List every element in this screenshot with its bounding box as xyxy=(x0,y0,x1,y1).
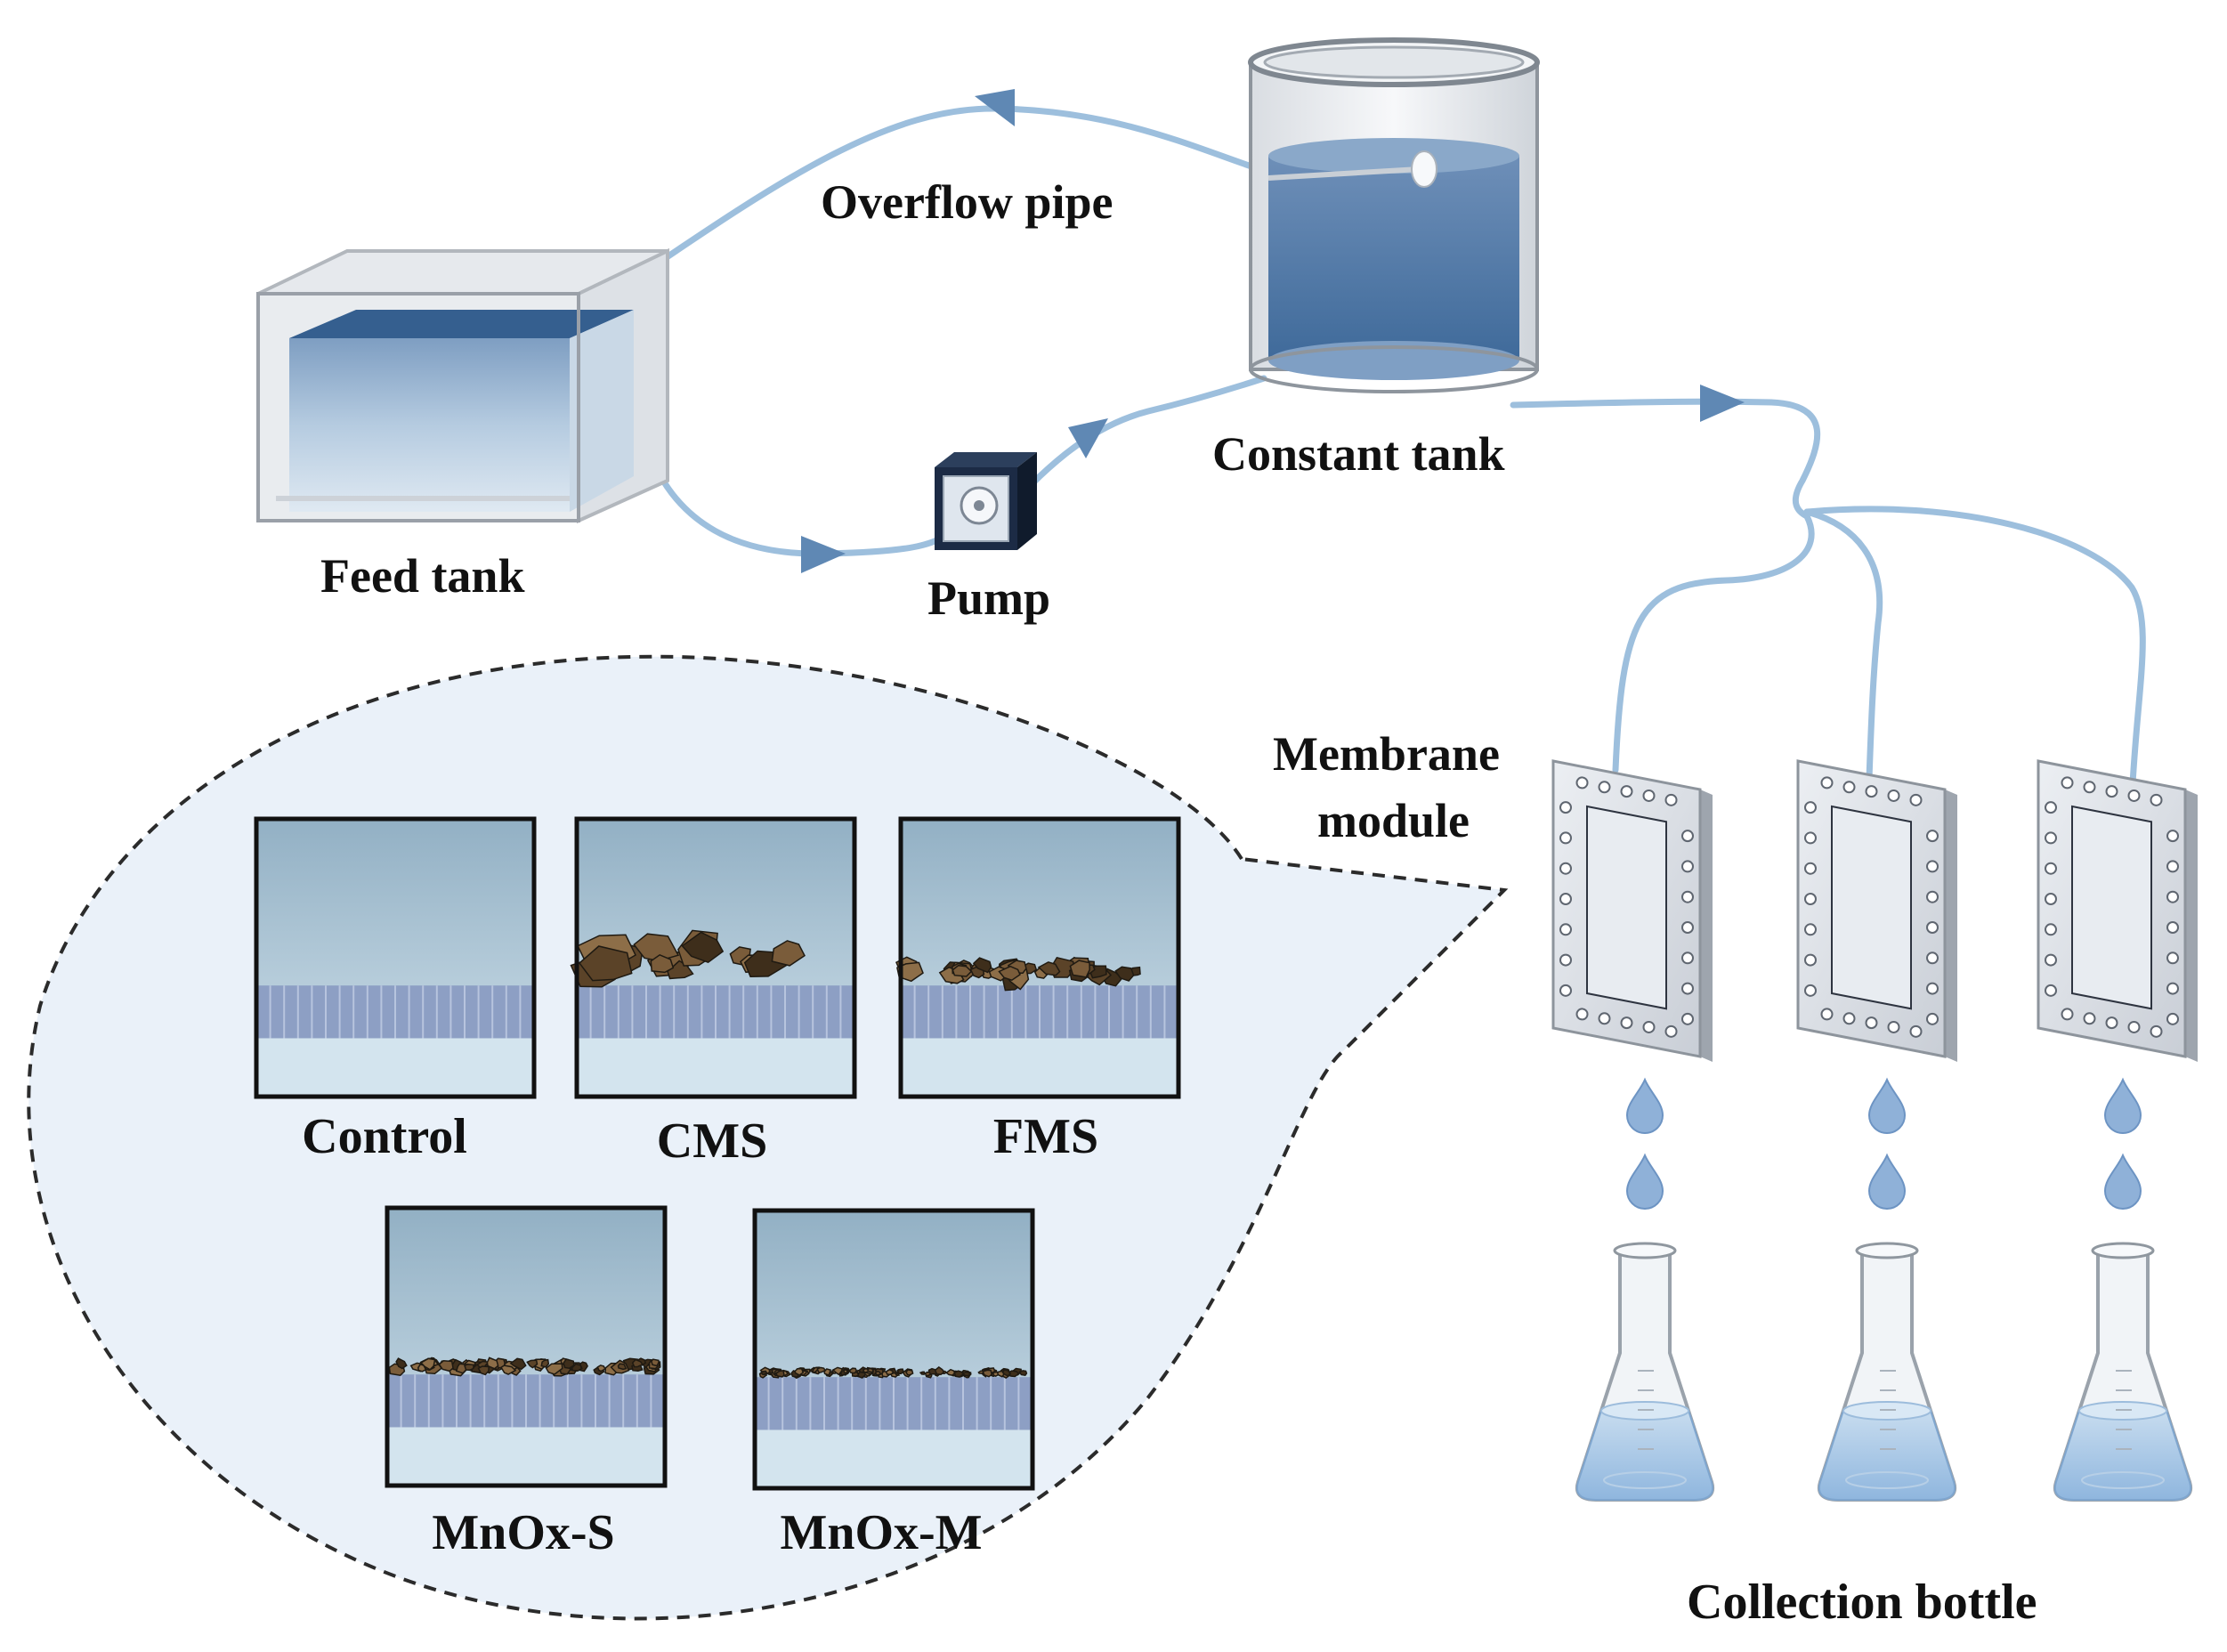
arrow-pump-out-icon xyxy=(1068,418,1108,458)
droplet-icon xyxy=(1867,1077,1907,1134)
feed-tank xyxy=(256,247,669,524)
droplets xyxy=(1625,1077,2142,1210)
float-ball xyxy=(1411,150,1437,188)
panel-control: Control xyxy=(254,816,537,1164)
panel-cms: CMS xyxy=(570,816,857,1169)
collection-bottle-3 xyxy=(2053,1242,2192,1502)
arrow-overflow-icon xyxy=(975,89,1015,126)
panel-label: MnOx-S xyxy=(432,1505,614,1560)
collection-bottles xyxy=(1575,1242,2192,1502)
droplet-icon xyxy=(2103,1077,2142,1134)
label-membrane-module-line2: module xyxy=(1317,794,1470,847)
pump-icon xyxy=(935,452,1037,550)
label-feed-tank: Feed tank xyxy=(320,549,525,603)
label-constant-tank: Constant tank xyxy=(1212,427,1505,481)
float-rod xyxy=(1267,166,1421,181)
panel-label: MnOx-M xyxy=(780,1505,982,1560)
tank-outlet-pipe xyxy=(1510,398,1821,520)
labels: Overflow pipe Feed tank Pump Constant ta… xyxy=(320,175,2037,1630)
collection-bottle-2 xyxy=(1818,1242,1956,1502)
collection-bottle-1 xyxy=(1575,1242,1714,1502)
constant-tank-water xyxy=(1268,156,1519,360)
label-membrane-module-line1: Membrane xyxy=(1273,727,1500,781)
panel-mnox-m: MnOx-M xyxy=(752,1208,1035,1560)
droplet-icon xyxy=(1625,1077,1664,1134)
feed-tank-water-surface xyxy=(289,310,634,338)
membrane-module-1 xyxy=(1551,759,1713,1062)
branch-middle-pipe xyxy=(1803,508,1883,782)
droplet-icon xyxy=(1625,1153,1664,1210)
panel-label: Control xyxy=(302,1109,467,1164)
flow-arrows xyxy=(801,89,1745,573)
arrow-outlet-icon xyxy=(1700,385,1745,422)
panel-fms: FMS xyxy=(895,816,1181,1164)
panel-label: CMS xyxy=(657,1113,767,1169)
membrane-modules xyxy=(1551,759,2198,1062)
panels: Control CMS FMS MnOx-S MnOx-M xyxy=(254,816,1181,1560)
label-pump: Pump xyxy=(927,571,1050,625)
constant-tank xyxy=(1248,37,1540,393)
overflow-pipe-line xyxy=(636,105,1276,279)
branch-left-pipe xyxy=(1612,513,1815,773)
panel-mnox-s: MnOx-S xyxy=(385,1205,668,1560)
droplet-icon xyxy=(1867,1153,1907,1210)
label-collection-bottle: Collection bottle xyxy=(1687,1575,2037,1630)
droplet-icon xyxy=(2103,1153,2142,1210)
panel-label: FMS xyxy=(993,1109,1098,1164)
arrow-feed-icon xyxy=(801,536,846,573)
branch-right-pipe xyxy=(1803,506,2146,805)
label-overflow-pipe: Overflow pipe xyxy=(821,175,1113,229)
feed-tank-water xyxy=(289,338,570,512)
membrane-module-3 xyxy=(2037,759,2198,1062)
membrane-module-2 xyxy=(1796,759,1957,1062)
